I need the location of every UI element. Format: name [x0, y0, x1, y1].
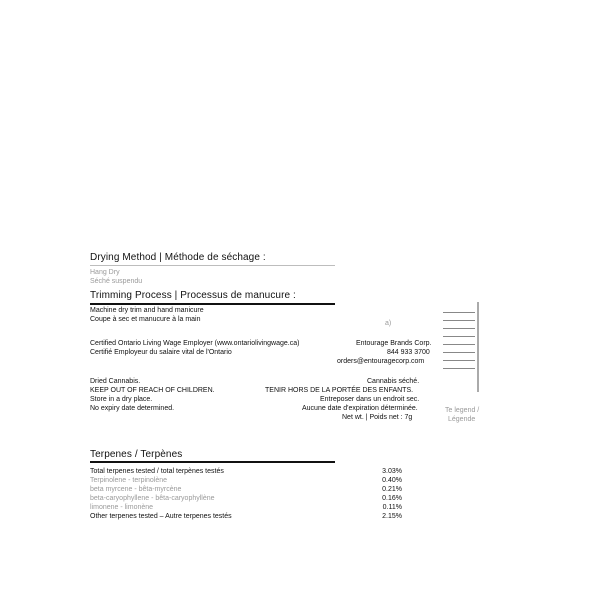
legend-note-fr: Légende: [448, 416, 476, 423]
terpenes-divider: [90, 461, 335, 463]
terpene-value: 0.40%: [382, 477, 402, 484]
terpene-value: 0.16%: [382, 495, 402, 502]
terpene-row: Terpinolene - terpinolène 0.40%: [90, 477, 402, 486]
label-edge-line: [477, 302, 479, 392]
terpene-row: Other terpenes tested – Autre terpenes t…: [90, 513, 402, 522]
warning-fr-hors-portee: TENIR HORS DE LA PORTÉE DES ENFANTS.: [265, 387, 414, 394]
terpene-name: Total terpenes tested / total terpènes t…: [90, 468, 224, 475]
terpene-name: limonene - limonène: [90, 504, 154, 511]
terpene-value: 0.21%: [382, 486, 402, 493]
trimming-process-fr: Coupe à sec et manucure à la main: [90, 316, 201, 323]
stray-mark: a): [385, 320, 392, 327]
warning-dried-cannabis: Dried Cannabis.: [90, 378, 141, 385]
company-name: Entourage Brands Corp.: [356, 340, 432, 347]
terpene-row: beta-caryophyllene - bêta-caryophyllène …: [90, 495, 402, 504]
trimming-process-heading: Trimming Process | Processus de manucure…: [90, 290, 296, 301]
drying-divider: [90, 265, 335, 266]
terpene-name: beta myrcene - bêta-myrcène: [90, 486, 182, 493]
terpene-name: Other terpenes tested – Autre terpenes t…: [90, 513, 232, 520]
warning-fr-entreposer: Entreposer dans un endroit sec.: [320, 396, 420, 403]
cannabis-product-label: Drying Method | Méthode de séchage : Han…: [80, 232, 480, 542]
warning-store-dry: Store in a dry place.: [90, 396, 153, 403]
warning-fr-cannabis-seche: Cannabis séché.: [367, 378, 420, 385]
warning-fr-expiration: Aucune date d'expiration déterminée.: [302, 405, 418, 412]
terpene-row: Total terpenes tested / total terpènes t…: [90, 468, 402, 477]
legend-note-en: Te legend /: [445, 407, 480, 414]
living-wage-en: Certified Ontario Living Wage Employer (…: [90, 340, 300, 347]
terpene-value: 0.11%: [382, 504, 402, 511]
net-weight: Net wt. | Poids net : 7g: [342, 414, 413, 421]
company-phone: 844 933 3700: [387, 349, 430, 356]
terpene-name: beta-caryophyllene - bêta-caryophyllène: [90, 495, 215, 502]
warning-keep-away-children: KEEP OUT OF REACH OF CHILDREN.: [90, 387, 215, 394]
terpene-name: Terpinolene - terpinolène: [90, 477, 168, 484]
drying-method-heading: Drying Method | Méthode de séchage :: [90, 252, 266, 263]
drying-method-fr: Séché suspendu: [90, 278, 143, 285]
terpene-value: 2.15%: [382, 513, 402, 520]
warning-no-expiry: No expiry date determined.: [90, 405, 175, 412]
terpene-row: beta myrcene - bêta-myrcène 0.21%: [90, 486, 402, 495]
terpenes-heading: Terpenes / Terpènes: [90, 449, 183, 460]
terpene-row: limonene - limonène 0.11%: [90, 504, 402, 513]
trimming-process-en: Machine dry trim and hand manicure: [90, 307, 204, 314]
terpene-value: 3.03%: [382, 468, 402, 475]
terpenes-table: Total terpenes tested / total terpènes t…: [90, 468, 402, 522]
barcode-fragment: [443, 306, 475, 386]
trimming-divider: [90, 303, 335, 305]
drying-method-en: Hang Dry: [90, 269, 120, 276]
company-email: orders@entouragecorp.com: [337, 358, 425, 365]
living-wage-fr: Certifié Employeur du salaire vital de l…: [90, 349, 232, 356]
